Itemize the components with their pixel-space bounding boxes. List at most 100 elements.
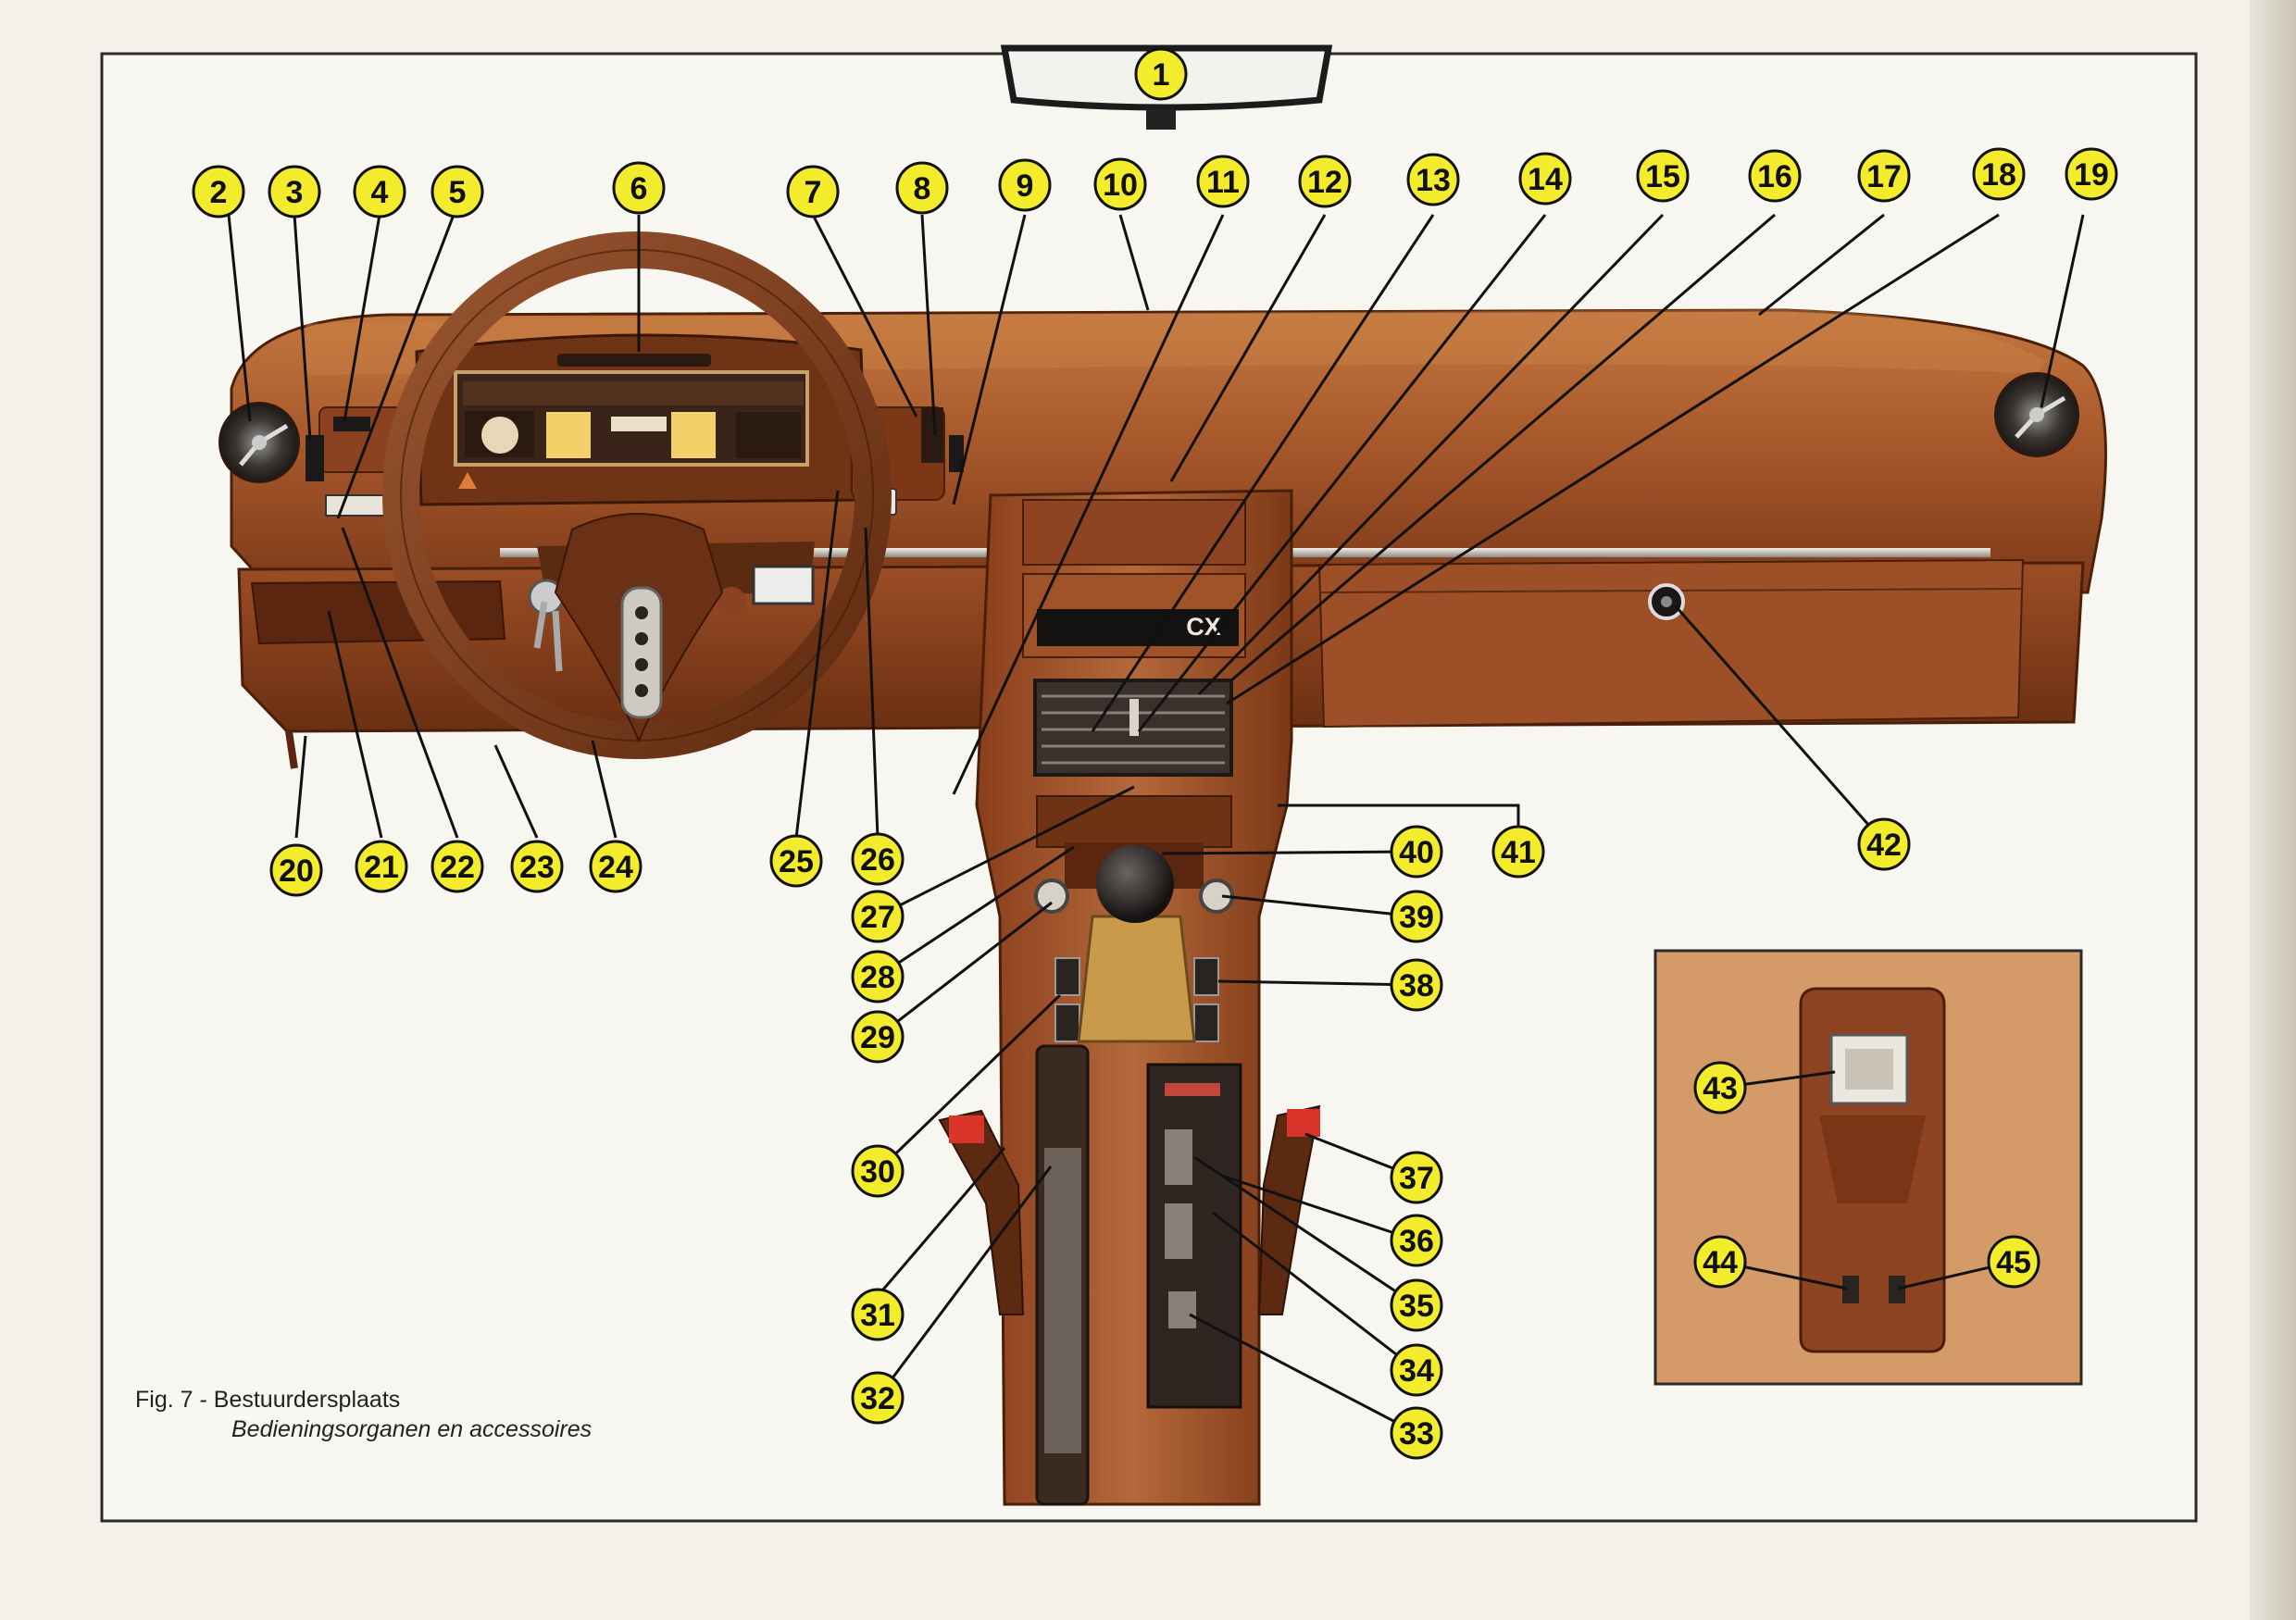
left-seat-belt-buckle (938, 1109, 1025, 1315)
callout-21: 21 (355, 840, 408, 893)
svg-text:38: 38 (1399, 968, 1434, 1003)
svg-text:24: 24 (598, 850, 633, 885)
hazard-switch (949, 435, 964, 472)
svg-text:3: 3 (286, 175, 304, 210)
callout-45: 45 (1987, 1235, 2040, 1289)
callout-17: 17 (1857, 149, 1911, 203)
svg-text:27: 27 (860, 900, 895, 935)
gear-lever-gaiter (1077, 915, 1196, 1043)
callout-44: 44 (1693, 1235, 1747, 1289)
callout-30: 30 (851, 1144, 905, 1198)
callout-3: 3 (268, 165, 321, 218)
svg-text:4: 4 (371, 175, 389, 210)
figure-separator: - (199, 1387, 207, 1413)
callout-32: 32 (851, 1371, 905, 1425)
svg-text:35: 35 (1399, 1289, 1434, 1324)
callout-26: 26 (851, 832, 905, 886)
callout-25: 25 (769, 834, 823, 888)
svg-text:8: 8 (914, 171, 931, 206)
bonnet-release-lever (285, 730, 298, 769)
svg-text:43: 43 (1703, 1071, 1738, 1106)
svg-text:33: 33 (1399, 1416, 1434, 1452)
right-air-vent (1994, 372, 2079, 457)
svg-text:9: 9 (1017, 168, 1034, 204)
callout-5: 5 (430, 165, 484, 218)
callout-14: 14 (1518, 152, 1572, 206)
callout-24: 24 (589, 840, 643, 893)
svg-text:13: 13 (1416, 163, 1451, 198)
console-badge-text: CX (1186, 613, 1221, 641)
callout-36: 36 (1390, 1214, 1443, 1267)
cigar-lighter-recess (1036, 795, 1232, 848)
callout-12: 12 (1298, 155, 1352, 208)
left-rotary-control (1034, 879, 1069, 914)
indicator-stalk (306, 435, 324, 481)
glovebox-lid (1317, 558, 2025, 729)
callout-2: 2 (192, 165, 245, 218)
heater-control (921, 407, 943, 463)
svg-text:28: 28 (860, 960, 895, 995)
svg-text:18: 18 (1981, 157, 2016, 193)
callout-7: 7 (786, 165, 840, 218)
figure-subtitle: Bedieningsorganen en accessoires (231, 1416, 593, 1442)
svg-text:32: 32 (860, 1381, 895, 1416)
svg-text:30: 30 (860, 1154, 895, 1190)
callout-29: 29 (851, 1010, 905, 1064)
horn-pad (620, 586, 663, 719)
steering-wheel (382, 231, 892, 759)
inset-right-socket (1889, 1276, 1905, 1303)
instrument-cluster (415, 333, 867, 506)
figure-number: Fig. 7 (135, 1387, 193, 1413)
svg-text:17: 17 (1866, 159, 1902, 194)
callout-23: 23 (510, 840, 564, 893)
callout-37: 37 (1390, 1151, 1443, 1204)
callout-4: 4 (353, 165, 406, 218)
svg-text:1: 1 (1153, 57, 1170, 93)
left-air-vent (218, 402, 300, 483)
svg-text:19: 19 (2074, 157, 2109, 193)
callout-1: 1 (1134, 47, 1188, 101)
svg-text:34: 34 (1399, 1353, 1434, 1389)
svg-text:40: 40 (1399, 835, 1434, 870)
svg-text:39: 39 (1399, 900, 1434, 935)
mirror-mount (1146, 109, 1176, 130)
svg-text:42: 42 (1866, 828, 1902, 863)
dashboard-knob (717, 587, 746, 617)
callout-15: 15 (1636, 149, 1690, 203)
callout-34: 34 (1390, 1343, 1443, 1397)
svg-text:41: 41 (1501, 835, 1536, 870)
callout-40: 40 (1390, 825, 1443, 879)
headlamp-switch (333, 417, 370, 431)
svg-text:16: 16 (1757, 159, 1792, 194)
callout-28: 28 (851, 950, 905, 1003)
leader-lines (227, 213, 2085, 1435)
callout-39: 39 (1390, 890, 1443, 943)
svg-text:14: 14 (1528, 162, 1563, 197)
callout-22: 22 (430, 840, 484, 893)
right-console-switch (1193, 957, 1219, 996)
callout-42: 42 (1857, 817, 1911, 871)
callout-31: 31 (851, 1288, 905, 1341)
callout-11: 11 (1196, 155, 1250, 208)
console-switch-panel (1146, 1063, 1242, 1409)
callout-9: 9 (998, 158, 1052, 212)
callout-33: 33 (1390, 1406, 1443, 1460)
svg-text:37: 37 (1399, 1161, 1434, 1196)
callout-10: 10 (1093, 157, 1147, 211)
callout-27: 27 (851, 890, 905, 943)
svg-text:6: 6 (630, 171, 648, 206)
svg-text:12: 12 (1307, 165, 1342, 200)
svg-text:44: 44 (1703, 1245, 1738, 1280)
figure-title: Bestuurdersplaats (213, 1387, 401, 1413)
callout-18: 18 (1972, 147, 2026, 201)
svg-text:36: 36 (1399, 1224, 1434, 1259)
svg-text:22: 22 (440, 850, 475, 885)
svg-text:31: 31 (860, 1298, 895, 1333)
callout-19: 19 (2065, 147, 2118, 201)
clock-module (752, 565, 815, 605)
callout-layer: 1 2 3 4 5 6 7 8 9 10 11 12 13 14 15 16 1… (192, 47, 2118, 1460)
svg-text:20: 20 (279, 854, 314, 889)
svg-text:29: 29 (860, 1020, 895, 1055)
